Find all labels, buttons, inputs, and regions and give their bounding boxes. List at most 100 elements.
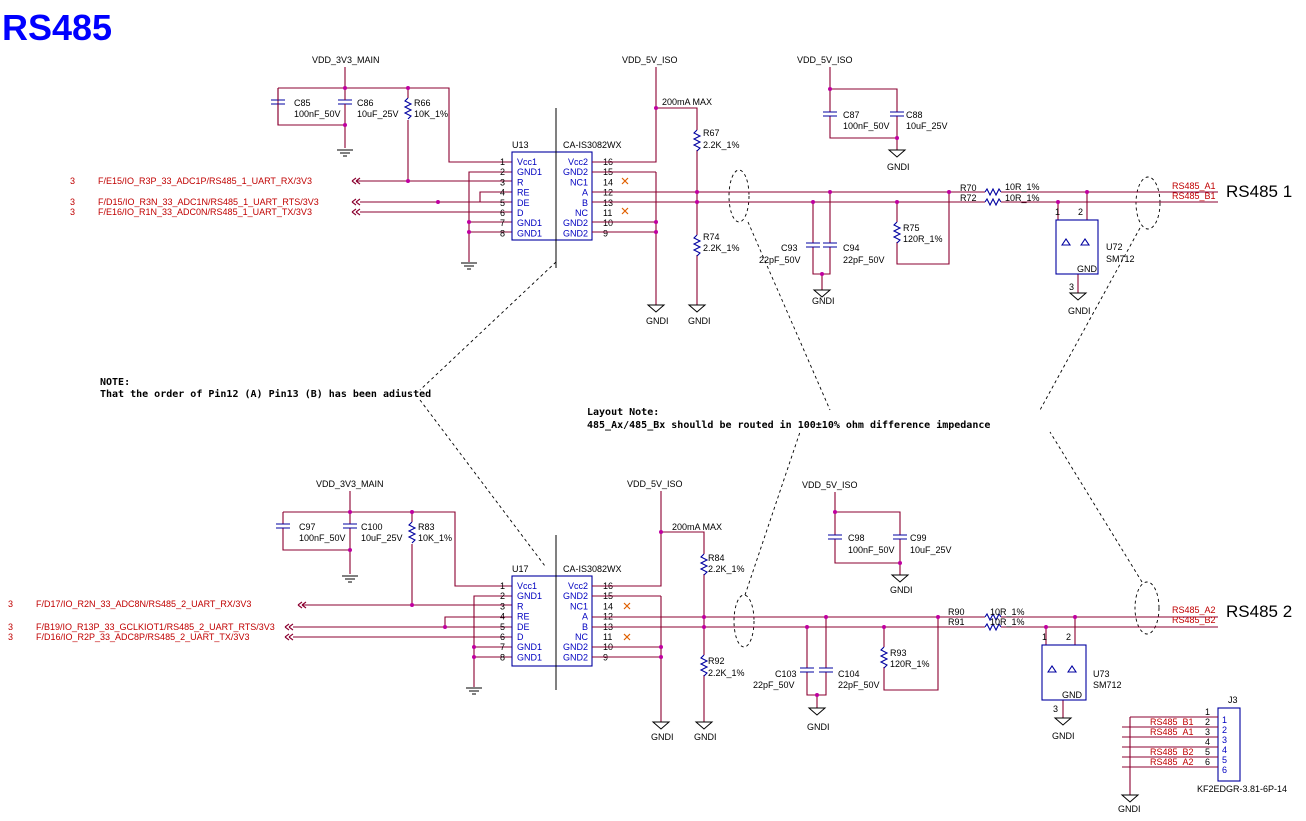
u13-pins-right-name: A <box>582 188 588 198</box>
u13-pins-left-num: 3 <box>500 177 505 187</box>
c93-ref: C93 <box>781 243 798 253</box>
u17-pins-right-name: GND2 <box>563 591 588 601</box>
channel-2-label: RS485 2 <box>1226 602 1292 621</box>
gndi-a: GNDI <box>646 316 669 326</box>
u13-pins-right-name: GND2 <box>563 218 588 228</box>
r66-ref: R66 <box>414 98 431 108</box>
u17-pins-right-num: 11 <box>603 632 612 642</box>
u17-pins-left-num: 6 <box>500 632 505 642</box>
u17-pins-right-name: Vcc2 <box>568 581 588 591</box>
gndi-e: GNDI <box>1068 306 1091 316</box>
u13-pins-right-name: GND2 <box>563 228 588 238</box>
net-b1: RS485_B1 <box>1172 191 1216 201</box>
r70-value: 10R_1% <box>1005 182 1040 192</box>
sig1-rx-num: 3 <box>70 176 75 186</box>
c87-value: 100nF_50V <box>843 121 890 131</box>
vdd-iso-label: VDD_5V_ISO <box>622 55 678 65</box>
r67-ref: R67 <box>703 128 720 138</box>
c93-value: 22pF_50V <box>759 255 801 265</box>
u13-pins-right-num: 9 <box>603 228 608 238</box>
u17-pins-left-name: GND1 <box>517 652 542 662</box>
channel-1: VDD_3V3_MAIN C85 100nF_50V C86 10uF_25V … <box>70 55 1292 326</box>
u72-pin1: 1 <box>1055 207 1060 217</box>
sig1-tx-num: 3 <box>70 207 75 217</box>
gndi-g: GNDI <box>694 732 717 742</box>
c103-ref: C103 <box>775 669 797 679</box>
u17-pins-left-num: 1 <box>500 581 505 591</box>
page-title: RS485 <box>2 7 112 48</box>
c98-value: 100nF_50V <box>848 545 895 555</box>
r90-value: 10R_1% <box>990 607 1025 617</box>
u17-part: CA-IS3082WX <box>563 564 622 574</box>
callout-lines <box>419 169 1161 648</box>
c88-ref: C88 <box>906 110 923 120</box>
j3-pin-num-outer: 2 <box>1205 717 1210 727</box>
j3-part: KF2EDGR-3.81-6P-14 <box>1197 784 1287 794</box>
j3-ref: J3 <box>1228 695 1238 705</box>
gndi-i: GNDI <box>890 585 913 595</box>
u17-pins-left-num: 5 <box>500 622 505 632</box>
u13-pins-right-num: 14 <box>603 177 613 187</box>
u17-pins-right-name: GND2 <box>563 652 588 662</box>
u72-gnd: GND <box>1077 264 1098 274</box>
u13-pins-left-name: D <box>517 208 524 218</box>
layout-note-text: 485_Ax/485_Bx shoulld be routed in 100±1… <box>587 419 990 431</box>
u17-pins-right-name: B <box>582 622 588 632</box>
c88-value: 10uF_25V <box>906 121 948 131</box>
u17-pins-left-name: GND1 <box>517 642 542 652</box>
u73-pin3: 3 <box>1053 704 1058 714</box>
layout-note-title: Layout Note: <box>587 407 659 418</box>
u17-pins-left-num: 7 <box>500 642 505 652</box>
j3-pin-num-inner: 4 <box>1222 745 1227 755</box>
c87-ref: C87 <box>843 110 860 120</box>
c103-value: 22pF_50V <box>753 680 795 690</box>
j3-pin-num-inner: 3 <box>1222 735 1227 745</box>
j3-pins: 1122RS485_B133RS485_A14455RS485_B266RS48… <box>1150 707 1227 775</box>
u73-ref: U73 <box>1093 669 1110 679</box>
c104-value: 22pF_50V <box>838 680 880 690</box>
gndi-j: GNDI <box>1052 731 1075 741</box>
net-b2: RS485_B2 <box>1172 615 1216 625</box>
u17-pins-left-name: DE <box>517 622 530 632</box>
r92-ref: R92 <box>708 656 725 666</box>
u73-part: SM712 <box>1093 680 1122 690</box>
u13-pins-right-name: B <box>582 198 588 208</box>
vdd-iso2-label-2: VDD_5V_ISO <box>802 480 858 490</box>
u13-pins-right-num: 13 <box>603 198 613 208</box>
u17-pins-right-name: NC1 <box>570 601 588 611</box>
j3-pin-num-outer: 6 <box>1205 757 1210 767</box>
c86-value: 10uF_25V <box>357 109 399 119</box>
u17-pins-left-num: 3 <box>500 601 505 611</box>
u17-pins-right-num: 14 <box>603 601 613 611</box>
u17-pins-right-name: NC <box>575 632 588 642</box>
current-note-1: 200mA MAX <box>662 97 712 107</box>
sig1-rx: F/E15/IO_R3P_33_ADC1P/RS485_1_UART_RX/3V… <box>98 176 312 186</box>
j3-pin-num-outer: 1 <box>1205 707 1210 717</box>
sig2-tx: F/D16/IO_R2P_33_ADC8P/RS485_2_UART_TX/3V… <box>36 632 249 642</box>
vdd-main-label: VDD_3V3_MAIN <box>312 55 380 65</box>
u13-pins-right-num: 12 <box>603 188 613 198</box>
j3-pin-num-inner: 6 <box>1222 765 1227 775</box>
sig1-tx: F/E16/IO_R1N_33_ADC0N/RS485_1_UART_TX/3V… <box>98 207 312 217</box>
u17-pins-left-name: GND1 <box>517 591 542 601</box>
c85-value: 100nF_50V <box>294 109 341 119</box>
j3-pin-net: RS485_A1 <box>1150 727 1194 737</box>
u13-pins-left-num: 7 <box>500 218 505 228</box>
c99-ref: C99 <box>910 533 927 543</box>
u73-gnd: GND <box>1062 690 1083 700</box>
c94-value: 22pF_50V <box>843 255 885 265</box>
sig2-rts: F/B19/IO_R13P_33_GCLKIOT1/RS485_2_UART_R… <box>36 622 275 632</box>
net-a1: RS485_A1 <box>1172 181 1216 191</box>
u17-pins-left-num: 2 <box>500 591 505 601</box>
r84-ref: R84 <box>708 553 725 563</box>
u72-pin2: 2 <box>1078 207 1083 217</box>
r91-ref: R91 <box>948 617 965 627</box>
note-text: That the order of Pin12 (A) Pin13 (B) ha… <box>100 388 431 400</box>
c94-ref: C94 <box>843 243 860 253</box>
j3-gnd: GNDI <box>1118 804 1141 814</box>
u13-pins-left-num: 8 <box>500 228 505 238</box>
connector-j3: J3 KF2EDGR-3.81-6P-14 GNDI 1122RS485_B13… <box>1118 695 1287 814</box>
j3-pin-num-outer: 3 <box>1205 727 1210 737</box>
vdd-iso-label-2: VDD_5V_ISO <box>627 479 683 489</box>
u13-pins-right-name: GND2 <box>563 167 588 177</box>
